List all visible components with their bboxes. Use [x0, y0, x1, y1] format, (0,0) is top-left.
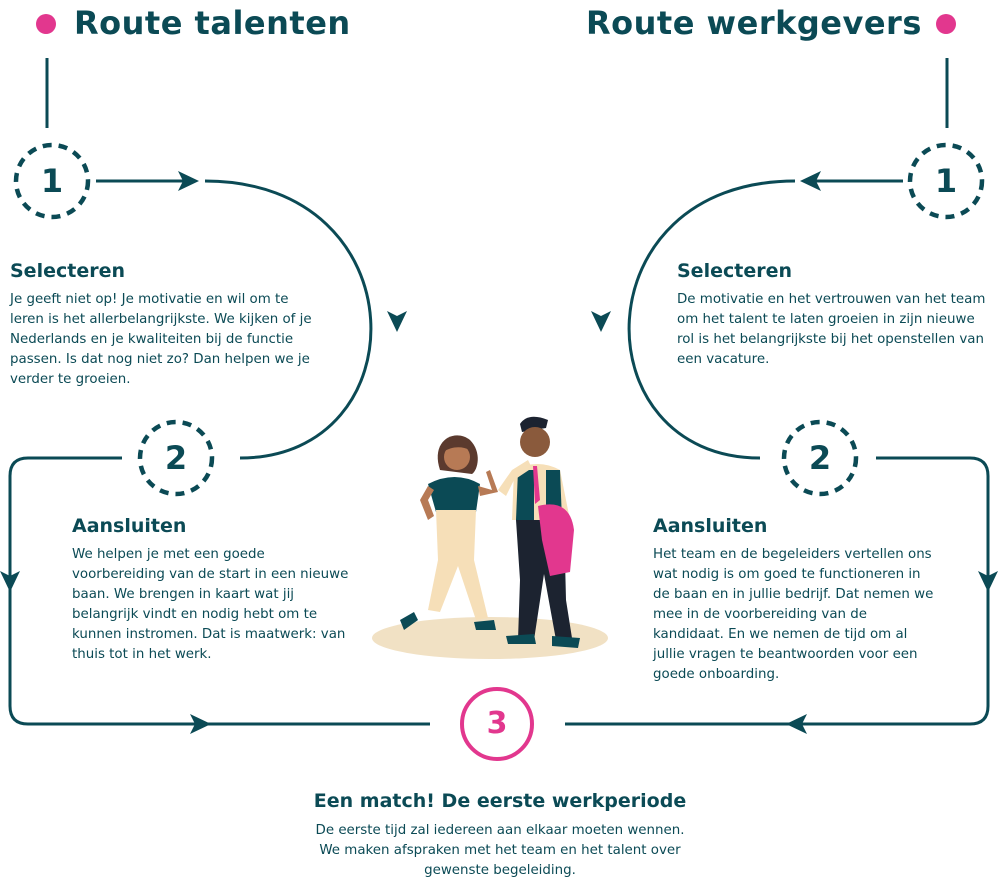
text-line: gewenste begeleiding.	[424, 863, 576, 878]
left-step2-block: Aansluiten We helpen je met een goede vo…	[72, 515, 372, 665]
final-step-circle	[460, 687, 534, 761]
arrow-down-icon	[591, 311, 611, 332]
text-line: wat nodig is om goed te functioneren in	[653, 567, 921, 582]
final-step-heading: Een match! De eerste werkperiode	[313, 790, 687, 812]
text-line: rol is het belangrijkste bij het openste…	[677, 332, 984, 347]
left-step2-heading: Aansluiten	[72, 515, 187, 537]
text-line: passen. Is dat nog niet zo? Dan helpen w…	[10, 352, 310, 367]
right-step1-text: De motivatie en het vertrouwen van het t…	[677, 290, 997, 370]
man-figure	[498, 416, 580, 648]
left-arc	[204, 179, 373, 460]
arrow-down-icon	[387, 311, 407, 332]
right-route-title: Route werkgevers	[586, 4, 922, 42]
left-step1-number: 1	[40, 162, 64, 200]
text-line: voorbereiding van de start in een nieuwe	[72, 567, 349, 582]
people-illustration	[372, 416, 608, 659]
left-step1-heading: Selecteren	[10, 260, 125, 282]
final-step-block: Een match! De eerste werkperiode De eers…	[250, 790, 750, 881]
text-line: We maken afspraken met het team en het t…	[319, 843, 681, 858]
arrow-left-icon	[800, 171, 821, 191]
final-step-text: De eerste tijd zal iedereen aan elkaar m…	[250, 821, 750, 881]
left-step2-number: 2	[164, 439, 188, 477]
right-step1-number: 1	[934, 162, 958, 200]
right-step2-text: Het team en de begeleiders vertellen ons…	[653, 545, 953, 685]
left-step2-circle	[137, 419, 215, 497]
text-line: kunnen instromen. Dat is maatwerk: van	[72, 627, 346, 642]
text-line: Je geeft niet op! Je motivatie en wil om…	[10, 292, 289, 307]
text-line: kandidaat. En we nemen de tijd om al	[653, 627, 908, 642]
woman-figure	[400, 435, 498, 630]
text-line: belangrijk vindt en nodig hebt om te	[72, 607, 318, 622]
text-line: jullie vragen te beantwoorden voor een	[653, 647, 918, 662]
final-step-number: 3	[486, 706, 508, 741]
text-line: Nederlands en je kwaliteiten bij de func…	[10, 332, 294, 347]
text-line: De motivatie en het vertrouwen van het t…	[677, 292, 986, 307]
right-arc	[627, 179, 796, 460]
arrow-down-icon	[0, 571, 20, 592]
text-line: thuis tot in het werk.	[72, 647, 212, 662]
text-line: baan. We brengen in kaart wat jij	[72, 587, 295, 602]
left-step1-circle	[13, 142, 91, 220]
left-title-dot	[36, 14, 56, 34]
left-step2-text: We helpen je met een goede voorbereiding…	[72, 545, 372, 665]
right-step1-heading: Selecteren	[677, 260, 792, 282]
text-line: leren is het allerbelangrijkste. We kijk…	[10, 312, 312, 327]
right-step2-block: Aansluiten Het team en de begeleiders ve…	[653, 515, 953, 685]
text-line: om het talent te laten groeien in zijn n…	[677, 312, 975, 327]
arrow-right-icon	[190, 714, 211, 734]
right-step1-circle	[907, 142, 985, 220]
left-route-title: Route talenten	[74, 4, 351, 42]
text-line: We helpen je met een goede	[72, 547, 265, 562]
left-step1-block: Selecteren Je geeft niet op! Je motivati…	[10, 260, 340, 390]
right-title-dot	[936, 14, 956, 34]
text-line: Het team en de begeleiders vertellen ons	[653, 547, 932, 562]
arrow-left-icon	[786, 714, 807, 734]
right-step2-circle	[781, 419, 859, 497]
text-line: goede onboarding.	[653, 667, 780, 682]
right-step1-block: Selecteren De motivatie en het vertrouwe…	[677, 260, 997, 370]
text-line: De eerste tijd zal iedereen aan elkaar m…	[315, 823, 685, 838]
text-line: verder te groeien.	[10, 372, 131, 387]
text-line: mee in de voorbereiding van de	[653, 607, 868, 622]
arrow-down-icon	[978, 571, 998, 592]
arrow-right-icon	[178, 171, 199, 191]
right-step2-number: 2	[808, 439, 832, 477]
text-line: de baan en in jullie bedrijf. Dat nemen …	[653, 587, 934, 602]
left-step1-text: Je geeft niet op! Je motivatie en wil om…	[10, 290, 340, 390]
right-step2-heading: Aansluiten	[653, 515, 768, 537]
floor-shadow	[372, 617, 608, 659]
text-line: een vacature.	[677, 352, 770, 367]
